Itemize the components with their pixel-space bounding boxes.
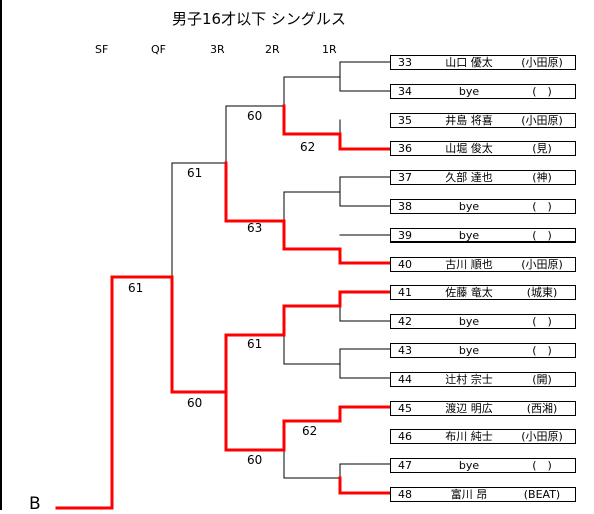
- player-name: bye: [458, 459, 480, 472]
- winner-line: [224, 161, 392, 265]
- player-entry-row: 36 山堀 俊太 (見): [390, 141, 576, 156]
- bracket-line: [225, 105, 285, 164]
- score-label: 61: [247, 337, 263, 351]
- player-seed-number: 38: [398, 200, 412, 213]
- player-entry-row: 46 布川 純士 (小田原): [390, 429, 576, 444]
- bracket-line: [283, 334, 341, 365]
- player-seed-number: 42: [398, 315, 412, 328]
- player-team: ( ): [532, 344, 552, 357]
- winner-line: [224, 390, 392, 452]
- player-name: 辻村 宗士: [445, 373, 493, 386]
- player-entry-row: 33 山口 優太 (小田原): [390, 55, 576, 70]
- bracket-line: [339, 61, 391, 92]
- player-entry-row: 34 bye ( ): [390, 84, 576, 99]
- frame-left-border: [0, 0, 2, 510]
- player-team: (開): [532, 373, 552, 386]
- score-label: 60: [247, 109, 263, 123]
- player-team: (城東): [526, 286, 558, 299]
- bracket-line: [339, 291, 391, 322]
- player-seed-number: 35: [398, 114, 412, 127]
- score-label: 62: [302, 424, 318, 438]
- player-seed-number: 41: [398, 286, 412, 299]
- score-label: 60: [247, 453, 263, 467]
- player-team: (小田原): [521, 56, 563, 69]
- round-label-qf: QF: [151, 43, 166, 56]
- winner-line: [282, 104, 392, 151]
- player-entry-row: 47 bye ( ): [390, 458, 576, 473]
- player-entry-row: 45 渡辺 明広 (西湘): [390, 401, 576, 416]
- winner-line: [338, 476, 392, 495]
- player-team: (見): [532, 142, 552, 155]
- player-team: ( ): [532, 459, 552, 472]
- block-label: B: [29, 494, 41, 514]
- player-name: 渡辺 明広: [445, 402, 493, 415]
- player-seed-number: 33: [398, 56, 412, 69]
- player-team: (BEAT): [523, 488, 561, 501]
- player-seed-number: 44: [398, 373, 412, 386]
- score-label: 61: [187, 166, 203, 180]
- player-entry-row: 37 久部 達也 (神): [390, 170, 576, 185]
- player-seed-number: 39: [398, 229, 412, 242]
- player-team: ( ): [532, 229, 552, 242]
- player-team: (小田原): [521, 114, 563, 127]
- page-title: 男子16才以下 シングルス: [172, 10, 346, 28]
- player-seed-number: 36: [398, 142, 412, 155]
- winner-line: [55, 275, 392, 510]
- player-name: 井島 将喜: [445, 114, 493, 127]
- player-entry-row: 35 井島 将喜 (小田原): [390, 113, 576, 128]
- player-name: bye: [458, 229, 480, 242]
- bracket-line: [171, 162, 227, 278]
- player-name: bye: [458, 315, 480, 328]
- player-seed-number: 34: [398, 85, 412, 98]
- player-team: ( ): [532, 85, 552, 98]
- bracket-line: [339, 176, 391, 207]
- player-entry-row: 48 富川 昂 (BEAT): [390, 487, 576, 502]
- player-name: 久部 達也: [445, 171, 493, 184]
- player-seed-number: 47: [398, 459, 412, 472]
- player-name: 山堀 俊太: [445, 142, 493, 155]
- player-entry-row: 43 bye ( ): [390, 343, 576, 358]
- player-seed-number: 45: [398, 402, 412, 415]
- round-label-sf: SF: [95, 43, 109, 56]
- player-name: bye: [458, 344, 480, 357]
- bracket-line: [283, 76, 341, 107]
- round-label-1r: 1R: [322, 43, 337, 56]
- player-seed-number: 40: [398, 258, 412, 271]
- player-name: 山口 優太: [445, 56, 493, 69]
- player-name: bye: [458, 200, 480, 213]
- bracket-line: [339, 463, 391, 494]
- score-label: 62: [300, 140, 316, 154]
- player-entry-row: 42 bye ( ): [390, 314, 576, 329]
- player-name: bye: [458, 85, 480, 98]
- player-name: 布川 純士: [445, 430, 493, 443]
- score-label: 61: [128, 281, 144, 295]
- round-label-2r: 2R: [265, 43, 280, 56]
- bracket-line: [339, 348, 391, 379]
- player-team: (神): [532, 171, 552, 184]
- player-team: (小田原): [521, 430, 563, 443]
- player-entry-row: 41 佐藤 竜太 (城東): [390, 285, 576, 300]
- score-label: 63: [247, 221, 263, 235]
- round-label-3r: 3R: [210, 43, 225, 56]
- player-team: (西湘): [526, 402, 558, 415]
- player-team: ( ): [532, 200, 552, 213]
- player-entry-row: 40 古川 順也 (小田原): [390, 257, 576, 272]
- player-entry-row: 44 辻村 宗士 (開): [390, 372, 576, 387]
- bracket-line: [283, 191, 341, 222]
- player-entry-row: 38 bye ( ): [390, 199, 576, 214]
- player-name: 佐藤 竜太: [445, 286, 493, 299]
- score-label: 60: [187, 396, 203, 410]
- player-name: 富川 昂: [450, 488, 488, 501]
- player-team: ( ): [532, 315, 552, 328]
- bracket-line: [283, 449, 341, 479]
- player-entry-row: 39 bye ( ): [390, 228, 576, 243]
- player-seed-number: 46: [398, 430, 412, 443]
- player-team: (小田原): [521, 258, 563, 271]
- player-name: 古川 順也: [445, 258, 493, 271]
- player-seed-number: 37: [398, 171, 412, 184]
- player-seed-number: 43: [398, 344, 412, 357]
- player-seed-number: 48: [398, 488, 412, 501]
